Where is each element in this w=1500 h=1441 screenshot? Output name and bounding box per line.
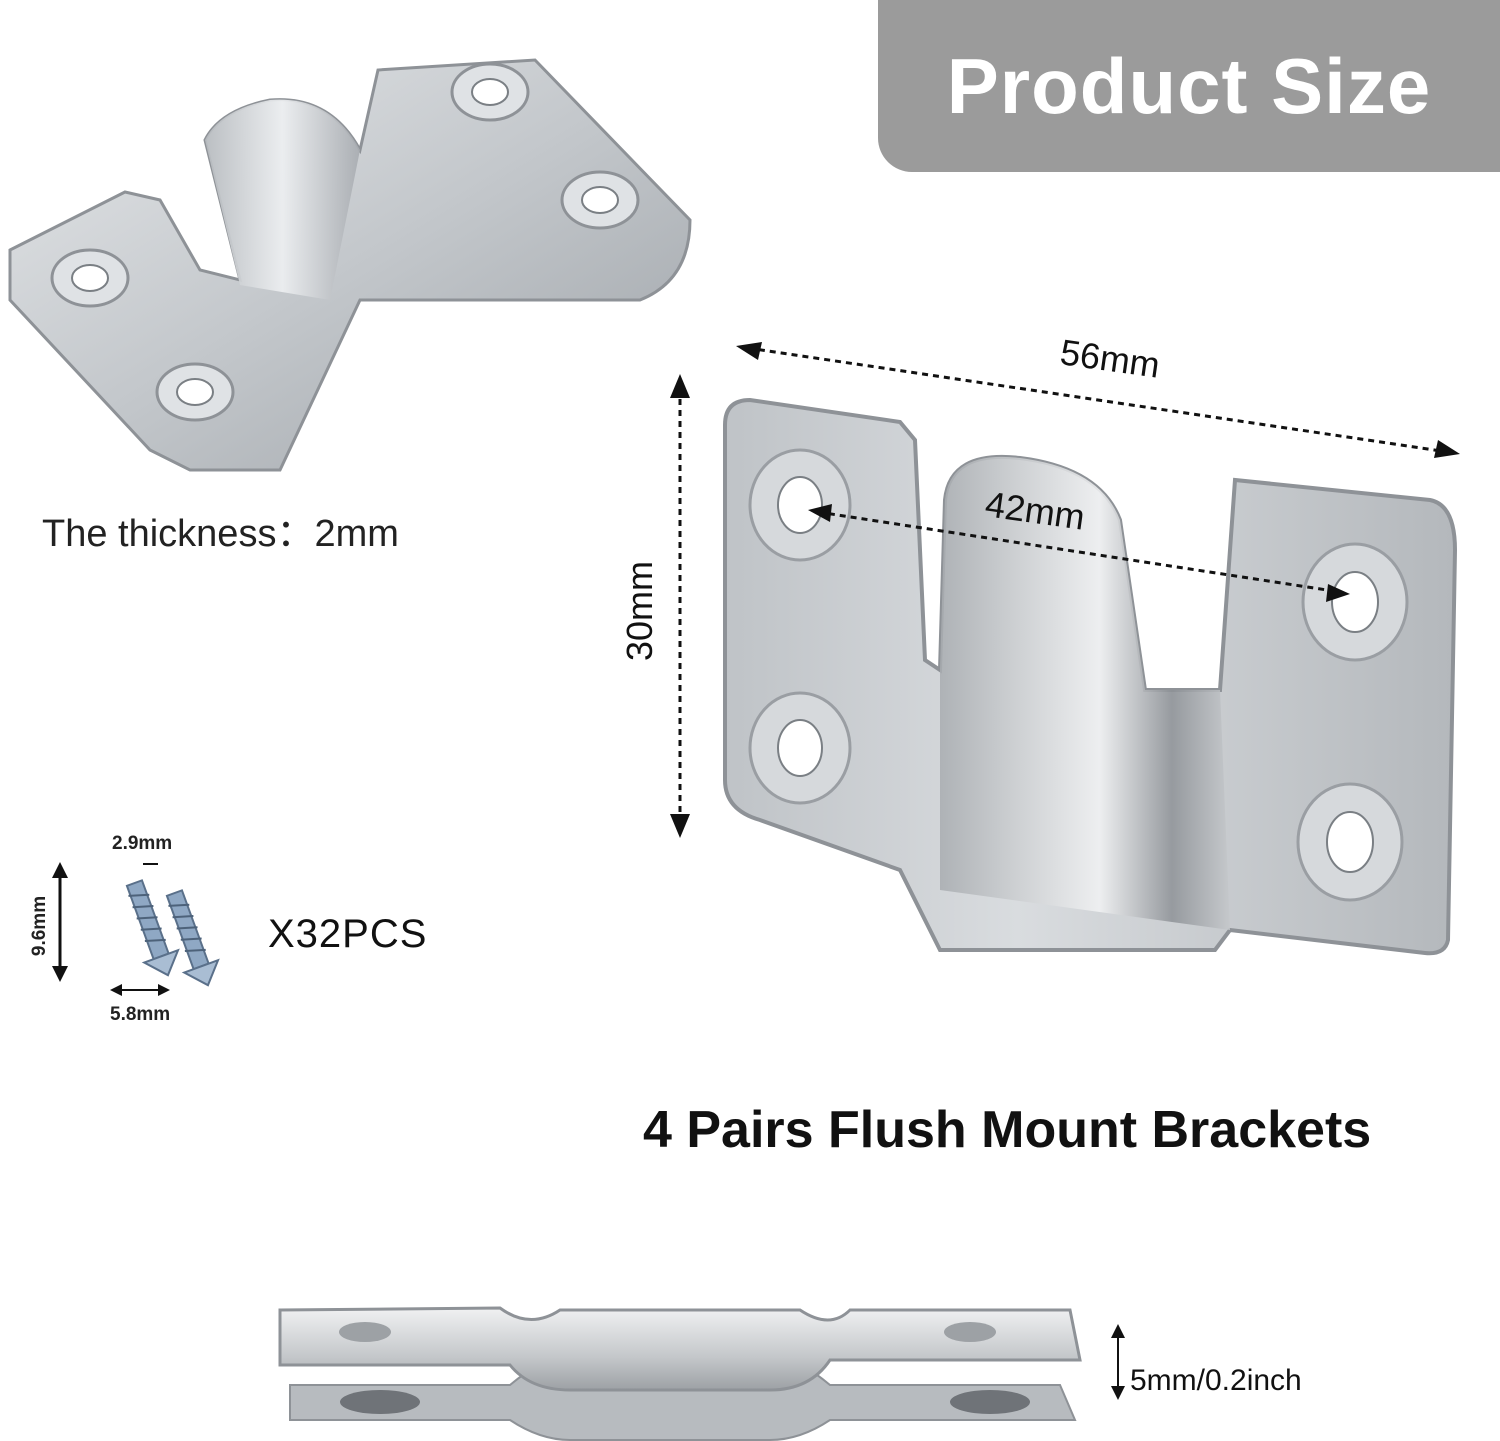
screw-icon xyxy=(125,879,180,977)
bracket-angled-image xyxy=(8,58,692,472)
bracket-front-image xyxy=(723,397,1458,956)
bracket-profile-image xyxy=(278,1306,1082,1441)
screw-head-label: 5.8mm xyxy=(110,1004,171,1025)
headline: 4 Pairs Flush Mount Brackets xyxy=(643,1101,1372,1159)
product-size-banner: Product Size xyxy=(878,0,1500,172)
screw-length-label: 9.6mm xyxy=(29,895,51,957)
profile-height-arrow xyxy=(1111,1324,1125,1400)
width-dimension-arrow xyxy=(736,342,1460,458)
profile-height-label: 5mm/0.2inch xyxy=(1130,1364,1302,1397)
height-dimension-arrow xyxy=(670,374,690,838)
screw-quantity-label: X32PCS xyxy=(268,912,428,956)
banner-title: Product Size xyxy=(946,41,1432,130)
screw-diameter-label: 2.9mm xyxy=(112,833,173,854)
height-label: 30mm xyxy=(619,560,661,662)
thickness-label: The thickness：2mm xyxy=(42,513,399,555)
screw-image xyxy=(52,862,220,996)
